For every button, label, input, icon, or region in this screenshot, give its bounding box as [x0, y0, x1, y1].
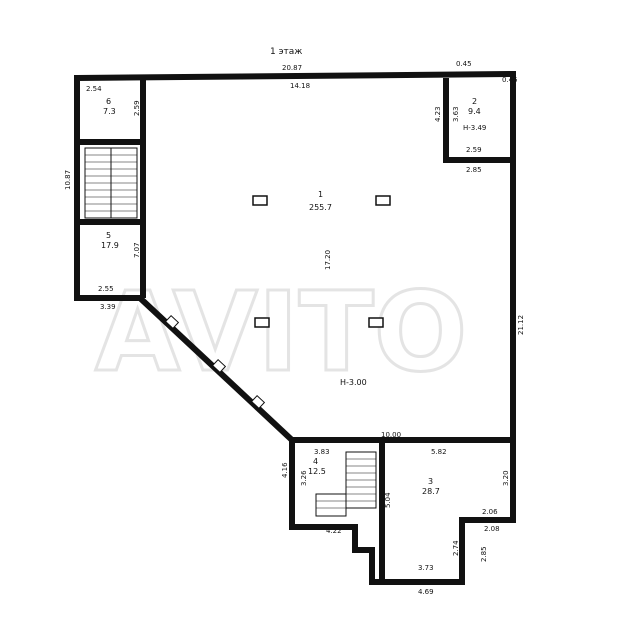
dim-room3-width: 5.82	[431, 448, 447, 456]
height-room2: H-3.49	[463, 124, 486, 132]
dim-room3-right: 2.85	[480, 546, 488, 562]
room-4-number: 4	[313, 457, 318, 466]
room-5-area: 17.9	[101, 241, 119, 250]
dim-room5-depth: 7.07	[133, 242, 141, 258]
dim-right-total: 21.12	[517, 315, 525, 335]
dim-room3-lower: 2.74	[452, 540, 460, 556]
dim-room2-width: 2.59	[466, 146, 482, 154]
dim-top-inner: 14.18	[290, 82, 310, 90]
room-3-area: 28.7	[422, 487, 440, 496]
staircase-bottom	[315, 451, 377, 517]
column	[254, 317, 270, 328]
dim-room3-height: 5.04	[384, 492, 392, 508]
room-1-number: 1	[318, 190, 323, 199]
dim-room5-width: 2.55	[98, 285, 114, 293]
column	[375, 195, 391, 206]
room-6-area: 7.3	[103, 107, 116, 116]
dim-main-height: 17.20	[324, 250, 332, 270]
watermark: AVITO	[95, 268, 467, 396]
dim-top-right-b: 0.45	[502, 76, 518, 84]
room-1-area: 255.7	[309, 203, 332, 212]
dim-room2-outer: 2.85	[466, 166, 482, 174]
dim-room6-depth: 2.59	[133, 100, 141, 116]
room-5-number: 5	[106, 231, 111, 240]
room-6-number: 6	[106, 97, 111, 106]
dim-room2-a: 4.23	[434, 106, 442, 122]
dim-room4-width: 3.83	[314, 448, 330, 456]
dim-room6-width: 2.54	[86, 85, 102, 93]
wall-room2	[443, 78, 513, 163]
column	[252, 195, 268, 206]
window-group	[164, 314, 266, 410]
dim-room4-bottom: 4.22	[326, 527, 342, 535]
room-3-number: 3	[428, 477, 433, 486]
staircase-left	[84, 147, 138, 219]
dim-bottom-left: 3.39	[100, 303, 116, 311]
dim-room2-b: 3.63	[452, 106, 460, 122]
height-main: H-3.00	[340, 378, 367, 387]
dim-room3-outer-bottom: 4.69	[418, 588, 434, 596]
dim-room3-step: 2.06	[482, 508, 498, 516]
room-4-area: 12.5	[308, 467, 326, 476]
dim-room3-inner-bottom: 3.73	[418, 564, 434, 572]
room-2-area: 9.4	[468, 107, 481, 116]
dim-bottom-inner: 10.00	[381, 431, 401, 439]
dim-room4-height: 3.26	[300, 470, 308, 486]
dim-top-right-a: 0.45	[456, 60, 472, 68]
dim-room3-step2: 2.08	[484, 525, 500, 533]
dim-left-total: 10.87	[64, 170, 72, 190]
room-2-number: 2	[472, 97, 477, 106]
floor-title: 1 этаж	[270, 47, 302, 57]
dim-room4-side: 4.16	[281, 462, 289, 478]
column	[368, 317, 384, 328]
dim-top-total: 20.87	[282, 64, 302, 72]
dim-room3-side: 3.20	[502, 470, 510, 486]
